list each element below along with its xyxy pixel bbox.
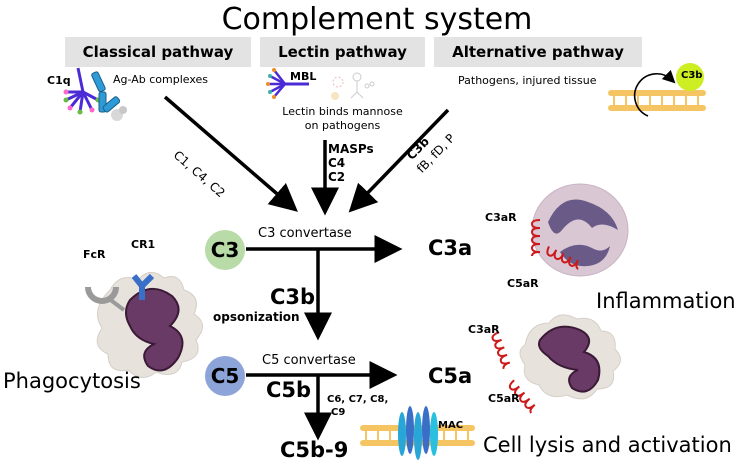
c3-convertase-label: C3 convertase: [258, 226, 352, 241]
alternative-arrow: [348, 108, 450, 213]
cr1-receptor-icon: [131, 273, 155, 300]
c3ar-bottom-label: C3aR: [468, 323, 500, 336]
c3ar-receptor-top-icon: [530, 219, 541, 257]
lectin-trigger-line1: Lectin binds mannose: [282, 105, 403, 118]
c5b-label: C5b: [266, 378, 312, 402]
diagram-title: Complement system: [221, 2, 533, 37]
inflammation-label: Inflammation: [596, 289, 736, 313]
lectin-arrow-label-masps: MASPs: [328, 142, 374, 156]
granulocyte-cell-bottom: [519, 314, 621, 400]
mac-components-line2: C9: [331, 407, 346, 418]
lectin-trigger-line2: on pathogens: [304, 119, 381, 132]
c5ar-top-label: C5aR: [507, 277, 539, 290]
classical-arrow: [163, 95, 298, 212]
c3b-label: C3b: [270, 285, 316, 309]
mac-label: MAC: [438, 420, 464, 431]
classical-pathway-label: Classical pathway: [82, 43, 234, 61]
phagocytosis-label: Phagocytosis: [3, 369, 141, 393]
membrane-c3b-icon: [608, 69, 706, 117]
c3-node: C3: [205, 230, 245, 270]
antibody-icon: [91, 71, 127, 121]
c5-label: C5: [210, 364, 240, 388]
mac-membrane-icon: [360, 406, 475, 460]
c3a-label: C3a: [428, 236, 473, 260]
cell-lysis-label: Cell lysis and activation: [483, 433, 732, 457]
c5a-label: C5a: [428, 364, 473, 388]
classical-pathway-header: Classical pathway: [65, 37, 251, 67]
classical-trigger: Ag-Ab complexes: [113, 73, 209, 86]
lectin-pathway-label: Lectin pathway: [278, 43, 407, 61]
granulocyte-cell-top: [531, 183, 629, 277]
lectin-pathway-header: Lectin pathway: [260, 37, 425, 67]
mbl-label: MBL: [290, 70, 317, 83]
c5ar-receptor-top-icon: [546, 246, 579, 270]
c3-label: C3: [210, 238, 240, 262]
lectin-arrow-label-c2: C2: [328, 170, 346, 184]
lectin-arrow-label-c4: C4: [328, 156, 346, 170]
c5ar-receptor-bottom-icon: [508, 379, 536, 414]
c3ar-receptor-bottom-icon: [491, 331, 511, 370]
alternative-pathway-label: Alternative pathway: [452, 43, 624, 61]
pathogens-icon: [331, 72, 375, 100]
c3ar-top-label: C3aR: [485, 211, 517, 224]
c1q-label: C1q: [47, 74, 71, 87]
alternative-pathway-header: Alternative pathway: [434, 37, 642, 67]
mbl-icon: [266, 68, 309, 99]
mac-components-line1: C6, C7, C8,: [327, 394, 389, 405]
c1q-icon: [63, 67, 101, 115]
c5-node: C5: [205, 356, 245, 396]
c3b-ball: [676, 63, 704, 91]
c5-convertase-label: C5 convertase: [262, 353, 356, 368]
c5b-9-label: C5b-9: [280, 438, 349, 462]
phagocyte-cell: [96, 272, 203, 378]
c5ar-bottom-label: C5aR: [488, 392, 520, 405]
fcr-label: FcR: [83, 248, 106, 261]
cr1-label: CR1: [131, 238, 156, 251]
fcr-receptor-icon: [85, 286, 126, 312]
c3b-ball-label: C3b: [681, 70, 703, 81]
alternative-trigger: Pathogens, injured tissue: [458, 74, 597, 87]
opsonization-label: opsonization: [213, 310, 300, 324]
